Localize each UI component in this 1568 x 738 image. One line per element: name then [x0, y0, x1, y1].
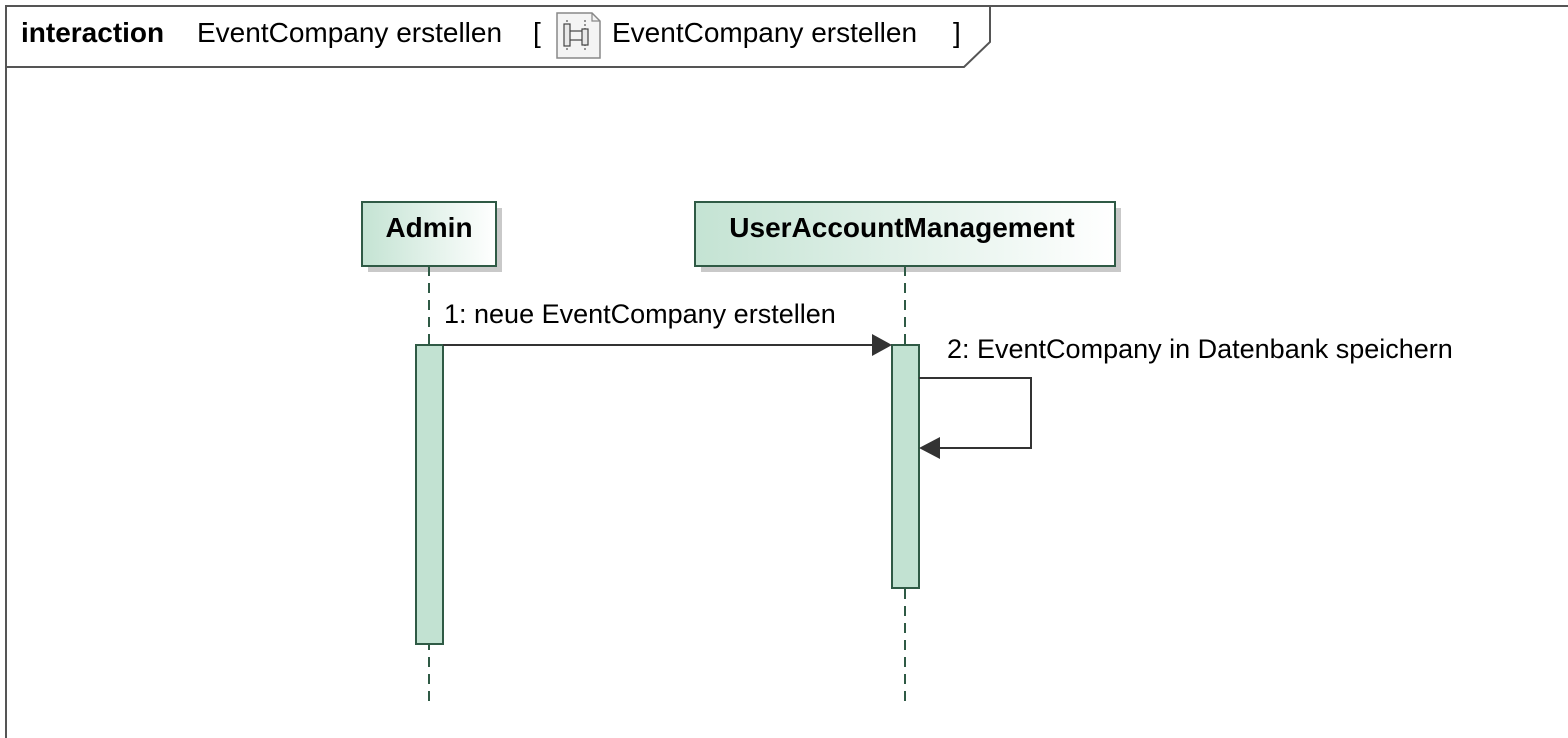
frame-ref-name: EventCompany erstellen — [612, 17, 917, 48]
lifeline-useraccountmanagement: UserAccountManagement — [694, 201, 1121, 702]
lifeline-name: UserAccountManagement — [729, 212, 1074, 243]
frame-keyword: interaction — [21, 17, 164, 48]
message-1[interactable]: 1: neue EventCompany erstellen — [443, 299, 892, 356]
message-2[interactable]: 2: EventCompany in Datenbank speichern — [919, 334, 1453, 459]
activation-bar[interactable] — [415, 344, 444, 645]
lifeline-name: Admin — [385, 212, 472, 243]
activation-bar[interactable] — [891, 344, 920, 589]
interaction-frame: interaction EventCompany erstellen [ Eve… — [5, 5, 1568, 738]
frame-label-box — [6, 6, 991, 68]
frame-name: EventCompany erstellen — [197, 17, 502, 48]
message-label: 1: neue EventCompany erstellen — [444, 299, 836, 329]
frame-bracket-open: [ — [533, 17, 541, 48]
message-line — [919, 377, 1032, 449]
frame-border — [5, 5, 1568, 738]
arrowhead-icon — [919, 437, 940, 459]
lifeline-admin: Admin — [361, 201, 502, 702]
arrowhead-icon — [872, 334, 892, 356]
lifeline-header[interactable] — [361, 201, 497, 267]
message-label: 2: EventCompany in Datenbank speichern — [947, 334, 1453, 364]
lifeline-header[interactable] — [694, 201, 1116, 267]
sequence-diagram-icon[interactable] — [556, 12, 601, 59]
frame-bracket-close: ] — [953, 17, 961, 48]
